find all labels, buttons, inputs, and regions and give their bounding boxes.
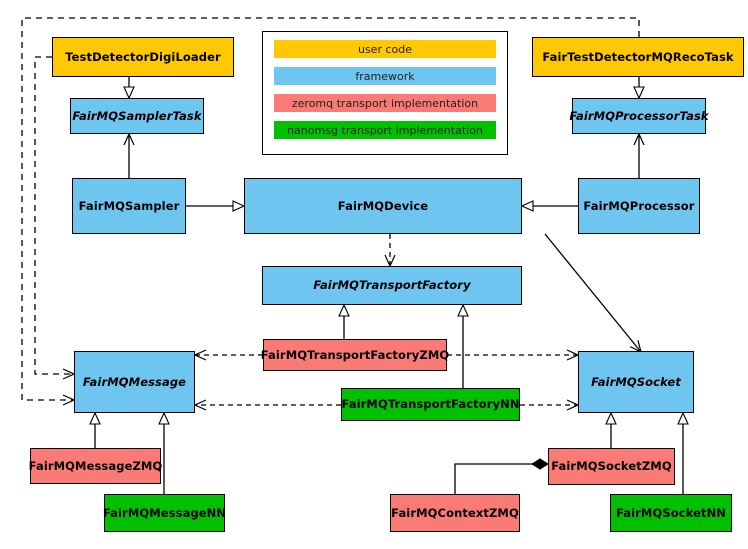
- class-box-testdetectordigiloader[interactable]: TestDetectorDigiLoader: [52, 37, 234, 77]
- class-box-fairmqsocketnn[interactable]: FairMQSocketNN: [610, 494, 732, 532]
- legend-label: nanomsg transport implementation: [287, 123, 483, 137]
- legend-item-framework: framework: [274, 67, 496, 85]
- class-box-fairmqsocket[interactable]: FairMQSocket: [578, 351, 694, 413]
- legend-label: zeromq transport implementation: [291, 96, 479, 110]
- class-box-fairmqmessagezmq[interactable]: FairMQMessageZMQ: [28, 448, 163, 484]
- class-label: FairMQMessageNN: [102, 505, 227, 520]
- class-label: FairMQContextZMQ: [391, 505, 519, 520]
- class-box-fairmqprocessor[interactable]: FairMQProcessor: [578, 178, 700, 234]
- class-label: FairMQSocket: [591, 374, 681, 389]
- class-label: FairMQProcessor: [583, 198, 695, 213]
- class-box-fairmqtransportfactory[interactable]: FairMQTransportFactory: [262, 266, 522, 305]
- class-box-fairmqdevice[interactable]: FairMQDevice: [244, 178, 522, 234]
- class-label: FairMQMessage: [82, 374, 187, 389]
- class-label: FairMQSamplerTask: [72, 108, 202, 123]
- class-box-fairmqtransportfactoryzmq[interactable]: FairMQTransportFactoryZMQ: [260, 339, 450, 371]
- edge-socketzmq-contextzmq: [454, 458, 549, 494]
- class-box-fairmqtransportfactorynn[interactable]: FairMQTransportFactoryNN: [341, 388, 520, 421]
- class-box-fairmqmessagenn[interactable]: FairMQMessageNN: [102, 494, 227, 532]
- class-box-fairmqcontextzmq[interactable]: FairMQContextZMQ: [390, 494, 520, 532]
- class-label: TestDetectorDigiLoader: [65, 49, 221, 64]
- class-box-fairmqmessage[interactable]: FairMQMessage: [74, 351, 195, 413]
- legend-label: user code: [357, 42, 413, 56]
- class-box-fairmqsampler[interactable]: FairMQSampler: [72, 178, 186, 234]
- legend-item-nanomsg: nanomsg transport implementation: [274, 121, 496, 139]
- class-box-fairtestdetectormqrecotask[interactable]: FairTestDetectorMQRecoTask: [532, 37, 744, 77]
- class-label: FairMQMessageZMQ: [28, 458, 163, 473]
- class-label: FairMQSampler: [78, 198, 180, 213]
- legend-item-zeromq: zeromq transport implementation: [274, 94, 496, 112]
- class-label: FairMQTransportFactoryZMQ: [260, 347, 450, 362]
- legend-item-user-code: user code: [274, 40, 496, 58]
- class-label: FairMQSocketNN: [615, 505, 727, 520]
- class-box-fairmqsamplertask[interactable]: FairMQSamplerTask: [70, 98, 204, 134]
- class-label: FairMQTransportFactory: [313, 278, 471, 293]
- class-label: FairMQDevice: [337, 198, 429, 213]
- edge-device-socket: [544, 233, 641, 352]
- class-label: FairMQSocketZMQ: [551, 459, 672, 474]
- class-label: FairTestDetectorMQRecoTask: [542, 49, 734, 64]
- legend-label: framework: [355, 69, 415, 83]
- class-label: FairMQTransportFactoryNN: [341, 397, 520, 412]
- class-box-fairmqsocketzmq[interactable]: FairMQSocketZMQ: [548, 448, 675, 485]
- class-box-fairmqprocessortask[interactable]: FairMQProcessorTask: [569, 98, 709, 134]
- edge-digiloader-message: [34, 56, 74, 374]
- class-label: FairMQProcessorTask: [569, 108, 709, 123]
- legend: user code framework zeromq transport imp…: [262, 31, 508, 155]
